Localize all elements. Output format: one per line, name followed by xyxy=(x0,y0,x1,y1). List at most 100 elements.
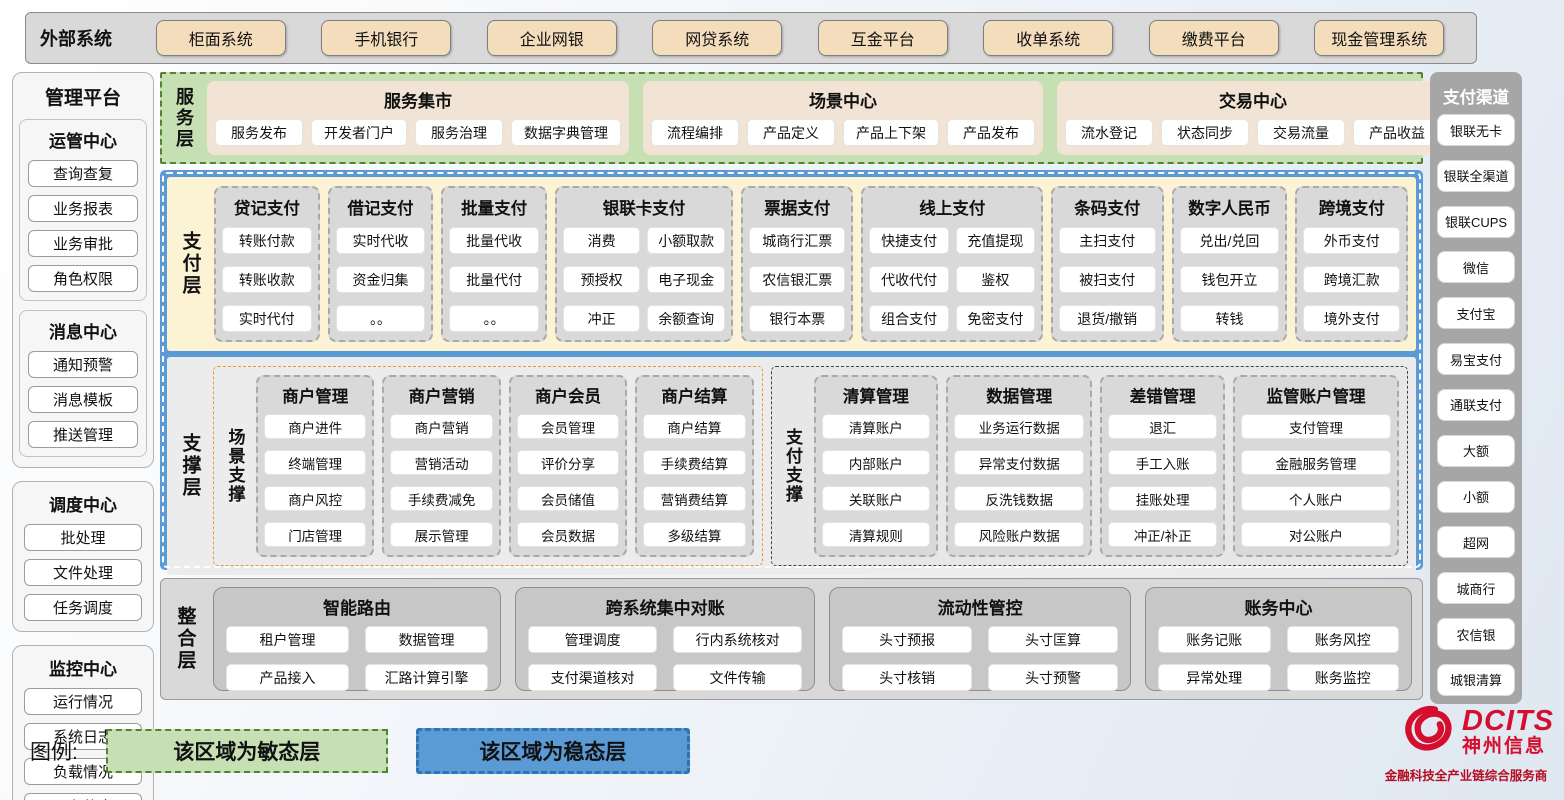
support-item-button[interactable]: 评价分享 xyxy=(516,450,620,475)
support-item-button[interactable]: 个人账户 xyxy=(1240,486,1392,511)
payment-item-button[interactable]: 农信银汇票 xyxy=(748,266,846,293)
service-item-button[interactable]: 产品收益 xyxy=(1353,119,1441,146)
support-item-button[interactable]: 会员数据 xyxy=(516,522,620,547)
integration-item-button[interactable]: 头寸预警 xyxy=(988,664,1119,691)
payment-item-button[interactable]: 兑出/兑回 xyxy=(1179,227,1280,254)
payment-item-button[interactable]: 消费 xyxy=(562,227,641,254)
service-item-button[interactable]: 服务发布 xyxy=(215,119,303,146)
payment-item-button[interactable]: 实时代付 xyxy=(222,305,312,332)
management-item-button[interactable]: 负载情况 xyxy=(24,758,142,785)
management-item-button[interactable]: 推送管理 xyxy=(28,421,138,448)
external-system-button[interactable]: 现金管理系统 xyxy=(1314,20,1445,56)
payment-item-button[interactable]: 余额查询 xyxy=(647,305,725,332)
service-item-button[interactable]: 交易流量 xyxy=(1257,119,1345,146)
integration-item-button[interactable]: 账务记账 xyxy=(1158,626,1271,653)
integration-item-button[interactable]: 头寸预报 xyxy=(842,626,973,653)
payment-item-button[interactable]: 。。 xyxy=(449,305,539,332)
integration-item-button[interactable]: 行内系统核对 xyxy=(673,626,803,653)
payment-item-button[interactable]: 转账收款 xyxy=(222,266,312,293)
payment-channel-button[interactable]: 小额 xyxy=(1437,480,1515,513)
integration-item-button[interactable]: 汇路计算引擎 xyxy=(365,664,489,691)
support-item-button[interactable]: 冲正/补正 xyxy=(1108,522,1217,547)
service-item-button[interactable]: 服务治理 xyxy=(415,119,503,146)
external-system-button[interactable]: 互金平台 xyxy=(817,20,948,56)
payment-channel-button[interactable]: 大额 xyxy=(1437,434,1515,467)
management-item-button[interactable]: 业务报表 xyxy=(28,195,138,222)
integration-item-button[interactable]: 租户管理 xyxy=(226,626,350,653)
service-item-button[interactable]: 产品发布 xyxy=(947,119,1035,146)
support-item-button[interactable]: 终端管理 xyxy=(264,450,367,475)
support-item-button[interactable]: 内部账户 xyxy=(821,450,931,475)
payment-channel-button[interactable]: 农信银 xyxy=(1437,618,1515,651)
support-item-button[interactable]: 业务运行数据 xyxy=(954,414,1085,439)
payment-item-button[interactable]: 冲正 xyxy=(562,305,641,332)
payment-item-button[interactable]: 资金归集 xyxy=(335,266,426,293)
payment-item-button[interactable]: 跨境汇款 xyxy=(1303,266,1401,293)
payment-item-button[interactable]: 。。 xyxy=(335,305,426,332)
payment-item-button[interactable]: 外币支付 xyxy=(1303,227,1401,254)
support-item-button[interactable]: 支付管理 xyxy=(1240,414,1392,439)
payment-channel-button[interactable]: 银联CUPS xyxy=(1437,205,1515,238)
payment-item-button[interactable]: 转钱 xyxy=(1179,305,1280,332)
integration-item-button[interactable]: 数据管理 xyxy=(365,626,489,653)
payment-channel-button[interactable]: 银联无卡 xyxy=(1437,114,1515,146)
payment-item-button[interactable]: 银行本票 xyxy=(748,305,846,332)
support-item-button[interactable]: 展示管理 xyxy=(390,522,493,547)
support-item-button[interactable]: 手续费减免 xyxy=(390,486,493,511)
support-item-button[interactable]: 清算账户 xyxy=(821,414,931,439)
external-system-button[interactable]: 手机银行 xyxy=(321,20,452,56)
support-item-button[interactable]: 挂账处理 xyxy=(1108,486,1217,511)
support-item-button[interactable]: 清算规则 xyxy=(821,522,931,547)
payment-channel-button[interactable]: 微信 xyxy=(1437,251,1515,284)
support-item-button[interactable]: 关联账户 xyxy=(821,486,931,511)
integration-item-button[interactable]: 账务监控 xyxy=(1286,664,1399,691)
management-item-button[interactable]: 通知预警 xyxy=(28,351,138,378)
management-item-button[interactable]: 运行情况 xyxy=(24,688,142,715)
payment-channel-button[interactable]: 通联支付 xyxy=(1437,388,1515,421)
payment-item-button[interactable]: 退货/撤销 xyxy=(1058,305,1156,332)
service-item-button[interactable]: 开发者门户 xyxy=(311,119,407,146)
support-item-button[interactable]: 会员储值 xyxy=(516,486,620,511)
payment-channel-button[interactable]: 城银清算 xyxy=(1437,663,1515,696)
management-item-button[interactable]: 角色权限 xyxy=(28,265,138,292)
management-item-button[interactable]: 服务状态 xyxy=(24,793,142,800)
payment-channel-button[interactable]: 城商行 xyxy=(1437,572,1515,605)
support-item-button[interactable]: 门店管理 xyxy=(264,522,367,547)
service-item-button[interactable]: 流程编排 xyxy=(651,119,739,146)
payment-item-button[interactable]: 城商行汇票 xyxy=(748,227,846,254)
support-item-button[interactable]: 退汇 xyxy=(1108,414,1217,439)
external-system-button[interactable]: 柜面系统 xyxy=(155,20,286,56)
integration-item-button[interactable]: 头寸核销 xyxy=(842,664,973,691)
payment-channel-button[interactable]: 支付宝 xyxy=(1437,297,1515,330)
external-system-button[interactable]: 收单系统 xyxy=(983,20,1114,56)
management-item-button[interactable]: 文件处理 xyxy=(24,559,142,586)
payment-item-button[interactable]: 免密支付 xyxy=(955,305,1035,332)
support-item-button[interactable]: 反洗钱数据 xyxy=(954,486,1085,511)
payment-item-button[interactable]: 被扫支付 xyxy=(1058,266,1156,293)
payment-item-button[interactable]: 电子现金 xyxy=(647,266,725,293)
support-item-button[interactable]: 风险账户数据 xyxy=(954,522,1085,547)
payment-item-button[interactable]: 境外支付 xyxy=(1303,305,1401,332)
support-item-button[interactable]: 商户结算 xyxy=(643,414,746,439)
payment-item-button[interactable]: 快捷支付 xyxy=(869,227,949,254)
payment-channel-button[interactable]: 易宝支付 xyxy=(1437,343,1515,376)
support-item-button[interactable]: 金融服务管理 xyxy=(1240,450,1392,475)
payment-item-button[interactable]: 鉴权 xyxy=(955,266,1035,293)
support-item-button[interactable]: 手工入账 xyxy=(1108,450,1217,475)
support-item-button[interactable]: 多级结算 xyxy=(643,522,746,547)
payment-item-button[interactable]: 批量代付 xyxy=(449,266,539,293)
payment-channel-button[interactable]: 银联全渠道 xyxy=(1437,159,1515,192)
support-item-button[interactable]: 对公账户 xyxy=(1240,522,1392,547)
payment-item-button[interactable]: 小额取款 xyxy=(647,227,725,254)
support-item-button[interactable]: 会员管理 xyxy=(516,414,620,439)
support-item-button[interactable]: 商户风控 xyxy=(264,486,367,511)
payment-item-button[interactable]: 钱包开立 xyxy=(1179,266,1280,293)
management-item-button[interactable]: 业务审批 xyxy=(28,230,138,257)
payment-channel-button[interactable]: 超网 xyxy=(1437,526,1515,559)
service-item-button[interactable]: 流水登记 xyxy=(1065,119,1153,146)
external-system-button[interactable]: 缴费平台 xyxy=(1148,20,1279,56)
management-item-button[interactable]: 消息模板 xyxy=(28,386,138,413)
external-system-button[interactable]: 网贷系统 xyxy=(652,20,783,56)
integration-item-button[interactable]: 管理调度 xyxy=(528,626,658,653)
support-item-button[interactable]: 异常支付数据 xyxy=(954,450,1085,475)
